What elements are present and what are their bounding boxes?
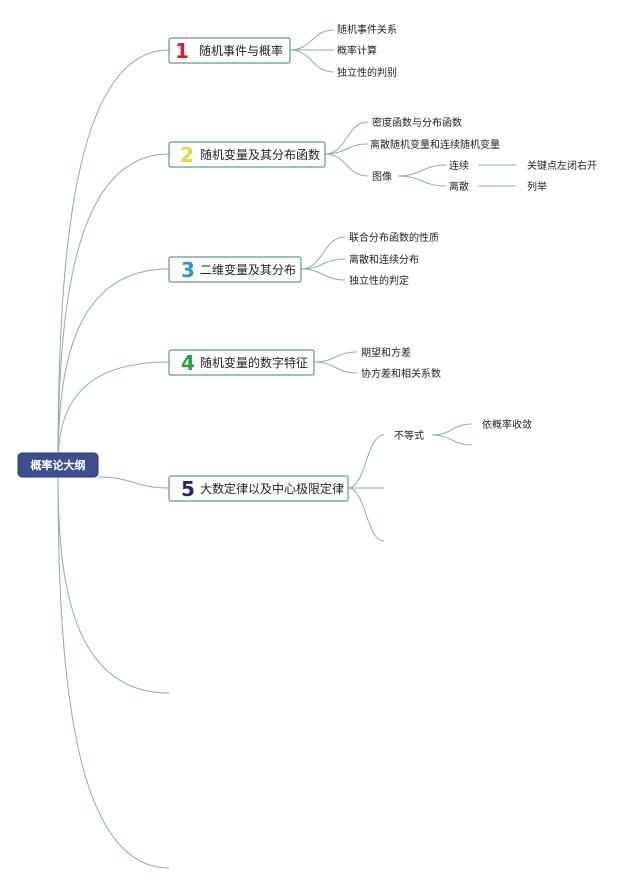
- topic-number: 1: [175, 39, 189, 63]
- branch-line: [347, 434, 385, 489]
- branch-line: [289, 29, 335, 51]
- subtopic-label[interactable]: 联合分布函数的性质: [349, 231, 439, 244]
- topic-number: 5: [181, 477, 195, 501]
- subtopic-label[interactable]: 离散随机变量和连续随机变量: [370, 138, 500, 151]
- topic-number: 3: [181, 258, 195, 282]
- subtopic-label[interactable]: 随机事件关系: [337, 23, 397, 36]
- topic-number: 4: [181, 351, 195, 375]
- subtopic-label[interactable]: 列举: [527, 180, 547, 193]
- topic-number: 2: [180, 143, 194, 167]
- branch-line: [313, 361, 358, 374]
- subtopic-label[interactable]: 不等式: [394, 429, 424, 442]
- branch-line: [397, 164, 447, 177]
- root-node[interactable]: 概率论大纲: [17, 452, 99, 478]
- subtopic-label[interactable]: 图像: [372, 171, 392, 183]
- topic-label: 二维变量及其分布: [200, 262, 296, 277]
- subtopic-label[interactable]: 密度函数与分布函数: [372, 116, 462, 129]
- branch-line: [431, 434, 473, 446]
- root-to-empty-topic-line: [57, 476, 170, 869]
- subtopic-label[interactable]: 依概率收敛: [482, 418, 532, 431]
- topic-node-3[interactable]: 3 二维变量及其分布: [168, 256, 302, 283]
- subtopic-label[interactable]: 连续: [449, 159, 469, 172]
- subtopic-label[interactable]: 独立性的判别: [337, 66, 397, 79]
- root-to-topic-4-line: [57, 361, 170, 466]
- topic-label: 随机变量及其分布函数: [200, 147, 320, 162]
- root-to-topic-3-line: [57, 268, 170, 466]
- subtopic-label[interactable]: 离散和连续分布: [349, 253, 419, 266]
- root-to-topic-2-line: [57, 153, 170, 466]
- topic-node-4[interactable]: 4 随机变量的数字特征: [168, 349, 315, 376]
- connector-layer: [57, 29, 516, 869]
- branch-line: [324, 121, 369, 155]
- subtopic-label[interactable]: 期望和方差: [361, 346, 411, 359]
- topic-node-5[interactable]: 5 大数定律以及中心极限定律: [168, 475, 349, 502]
- topic-node-1[interactable]: 1 随机事件与概率: [168, 37, 291, 64]
- branch-line: [397, 175, 447, 187]
- subtopic-label[interactable]: 协方差和相关系数: [361, 367, 441, 380]
- branch-line: [431, 423, 473, 436]
- root-to-topic-5-line: [97, 476, 170, 489]
- root-to-topic-1-line: [57, 49, 170, 466]
- topic-label: 大数定律以及中心极限定律: [200, 481, 344, 496]
- branch-line: [300, 268, 346, 281]
- subtopic-label[interactable]: 概率计算: [337, 44, 377, 57]
- subtopic-label[interactable]: 关键点左闭右开: [527, 159, 597, 172]
- branch-line: [324, 153, 369, 177]
- branch-line: [300, 236, 346, 270]
- branch-line: [313, 351, 358, 363]
- branch-line: [347, 487, 385, 542]
- root-to-empty-topic-line: [57, 476, 170, 694]
- subtopic-label[interactable]: 独立性的判定: [349, 274, 409, 287]
- topic-label: 随机变量的数字特征: [200, 355, 308, 370]
- topic-label: 随机事件与概率: [199, 43, 283, 58]
- branch-line: [324, 143, 369, 155]
- branch-line: [289, 49, 335, 73]
- subtopic-label[interactable]: 离散: [449, 180, 469, 193]
- root-label: 概率论大纲: [31, 458, 86, 472]
- topic-node-2[interactable]: 2 随机变量及其分布函数: [168, 141, 326, 168]
